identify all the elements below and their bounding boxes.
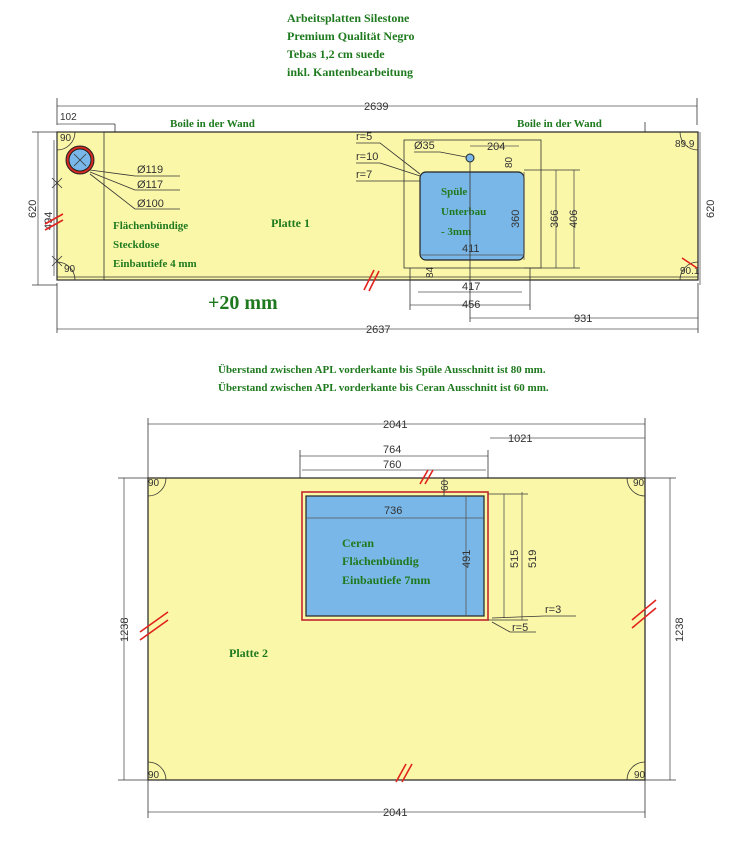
plate-1-group: 2639 102 Boile in der Wand Boile in der … xyxy=(27,98,717,336)
dim-right-620: 620 xyxy=(705,200,717,218)
sink-d456: 456 xyxy=(462,299,480,311)
header-line-1: Arbeitsplatten Silestone xyxy=(287,11,410,25)
tap-d35: Ø35 xyxy=(414,140,435,152)
sink-label-1: Spüle xyxy=(441,186,467,198)
plate-2-name: Platte 2 xyxy=(229,646,268,660)
sink-d417: 417 xyxy=(462,281,480,293)
header-line-4: inkl. Kantenbearbeitung xyxy=(287,65,413,79)
ceran-d60: 60 xyxy=(440,479,451,491)
p2-dim-1021: 1021 xyxy=(508,433,532,445)
sink-r7: r=7 xyxy=(356,169,372,181)
ceran-cutout xyxy=(305,495,485,617)
plate-2-group: 2041 1021 764 760 1238 1238 90 xyxy=(118,418,686,819)
sink-r5: r=5 xyxy=(356,131,372,143)
sink-label-2: Unterbau xyxy=(441,206,486,218)
ceran-d491: 491 xyxy=(461,550,473,568)
ceran-label-2: Flächenbündig xyxy=(342,554,419,568)
dim-small-102: 102 xyxy=(60,112,77,123)
socket: Ø119 Ø117 Ø100 xyxy=(65,145,180,210)
socket-d117: Ø117 xyxy=(137,179,163,191)
wall-label-right: Boile in der Wand xyxy=(517,118,602,130)
ceran-label-3: Einbautiefe 7mm xyxy=(342,573,430,587)
angle-br: 90.1 xyxy=(680,266,700,277)
sink-d931: 931 xyxy=(574,313,592,325)
dim-top-2639: 2639 xyxy=(364,101,388,113)
tap-hole xyxy=(465,153,475,163)
sink-d366: 366 xyxy=(549,210,561,228)
note-line-1: Überstand zwischen APL vorderkante bis S… xyxy=(218,363,546,376)
header-line-2: Premium Qualität Negro xyxy=(287,29,415,43)
ceran-d760: 760 xyxy=(383,459,401,471)
plate-1-name: Platte 1 xyxy=(271,216,310,230)
socket-label-2: Steckdose xyxy=(113,239,160,251)
p2-angle-bl: 90 xyxy=(148,770,160,781)
plate-1-extra: +20 mm xyxy=(208,292,278,314)
ceran-d519: 519 xyxy=(527,550,539,568)
p2-dim-left-1238: 1238 xyxy=(119,618,131,642)
header-line-3: Tebas 1,2 cm suede xyxy=(287,47,385,61)
dim-left-620: 620 xyxy=(27,200,39,218)
p2-angle-tr: 90 xyxy=(633,478,645,489)
socket-label-3: Einbautiefe 4 mm xyxy=(113,258,197,270)
sink-d84: 84 xyxy=(425,266,436,278)
socket-label-1: Flächenbündige xyxy=(113,220,188,232)
ceran-frame xyxy=(301,491,489,621)
angle-tl: 90 xyxy=(60,133,72,144)
note-line-2: Überstand zwischen APL vorderkante bis C… xyxy=(218,381,549,394)
p2-angle-tl: 90 xyxy=(148,478,160,489)
p2-dim-bottom-2041: 2041 xyxy=(383,807,407,819)
ceran-r5: r=5 xyxy=(512,622,528,634)
dim-bottom-2637: 2637 xyxy=(366,324,390,336)
angle-bl: 90 xyxy=(64,264,76,275)
wall-label-left: Boile in der Wand xyxy=(170,118,255,130)
p2-dim-right-1238: 1238 xyxy=(674,618,686,642)
ceran-d736: 736 xyxy=(384,505,402,517)
sink-r10: r=10 xyxy=(356,151,378,163)
ceran-d764: 764 xyxy=(383,444,401,456)
ceran-label-1: Ceran xyxy=(342,536,374,550)
p2-angle-br: 90 xyxy=(634,770,646,781)
sink-d406: 406 xyxy=(568,210,580,228)
sink-d204: 204 xyxy=(487,141,505,153)
ceran-d515: 515 xyxy=(509,550,521,568)
sink-d80: 80 xyxy=(504,156,515,168)
sink-d411: 411 xyxy=(462,243,480,255)
p2-dim-top-2041: 2041 xyxy=(383,419,407,431)
ceran-r3: r=3 xyxy=(545,604,561,616)
socket-d100: Ø100 xyxy=(137,198,164,210)
socket-d119: Ø119 xyxy=(137,164,163,176)
sink-label-3: - 3mm xyxy=(441,226,471,238)
plate-1-outline xyxy=(56,131,699,281)
sink-d360: 360 xyxy=(510,210,522,228)
angle-tr: 89.9 xyxy=(675,139,695,150)
